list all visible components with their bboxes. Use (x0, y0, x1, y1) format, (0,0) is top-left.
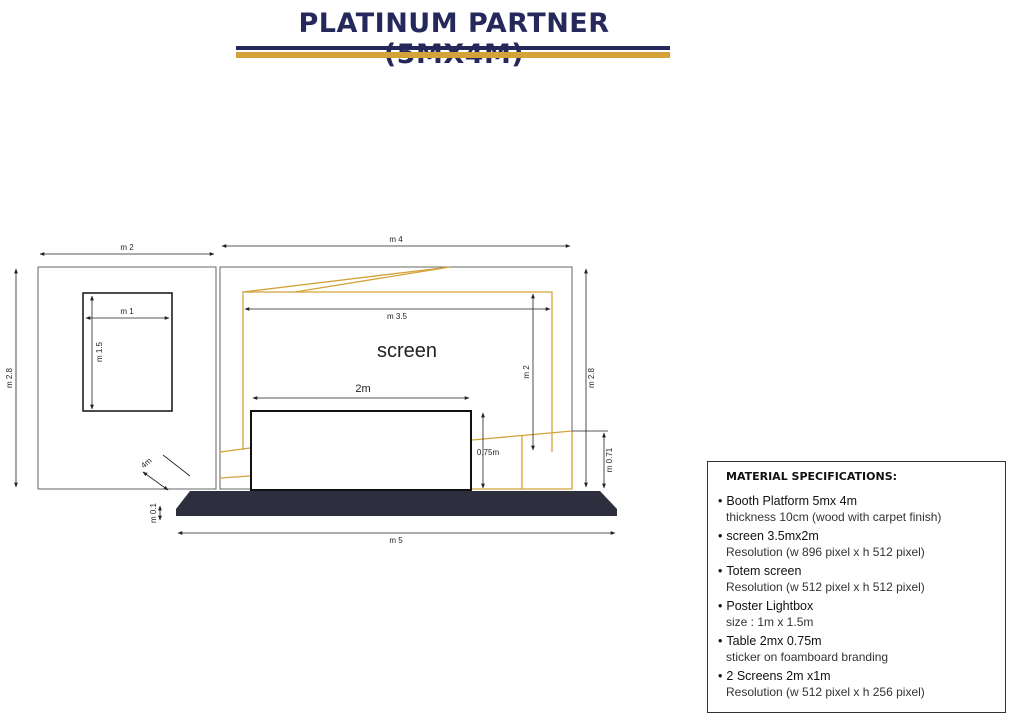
spec-detail: Resolution (w 512 pixel x h 256 pixel) (726, 685, 925, 699)
spec-name: Totem screen (726, 563, 1005, 579)
depth-label: 4m (139, 456, 154, 470)
spec-name: 2 Screens 2m x1m (726, 668, 1005, 684)
counter-height-label: m 0.71 (605, 447, 614, 472)
specs-heading: MATERIAL SPECIFICATIONS: (726, 470, 898, 483)
booth-platform-front (176, 509, 617, 516)
title-underline-navy (236, 46, 670, 50)
screen-width-label: m 3.5 (387, 312, 408, 321)
spec-item: Table 2mx 0.75m sticker on foamboard bra… (726, 633, 1005, 665)
spec-name: Poster Lightbox (726, 598, 1005, 614)
material-specifications-box: MATERIAL SPECIFICATIONS: Booth Platform … (707, 461, 1006, 713)
spec-name: screen 3.5mx2m (726, 528, 1005, 544)
depth-dim-ext (162, 454, 191, 477)
spec-name: Booth Platform 5mx 4m (726, 493, 1005, 509)
poster-height-label: m 1.5 (95, 341, 104, 362)
spec-detail: Resolution (w 512 pixel x h 512 pixel) (726, 580, 925, 594)
table-height-label: 0.75m (477, 448, 500, 457)
screen-label: screen (377, 340, 437, 362)
depth-dim (142, 471, 169, 491)
spec-item: Totem screen Resolution (w 512 pixel x h… (726, 563, 1005, 595)
spec-item: Booth Platform 5mx 4m thickness 10cm (wo… (726, 493, 1005, 525)
table-width-label: 2m (355, 383, 370, 395)
platform-thickness-label: m 0.1 (149, 502, 158, 523)
spec-detail: Resolution (w 896 pixel x h 512 pixel) (726, 545, 925, 559)
spec-detail: size : 1m x 1.5m (726, 615, 814, 629)
left-wall-panel (37, 266, 217, 490)
screen-frame (219, 266, 573, 490)
screen-height-label: m 2 (522, 365, 531, 379)
title-underline-gold (236, 52, 670, 58)
poster-width-label: m 1 (120, 307, 134, 316)
table (250, 410, 472, 491)
spec-item: screen 3.5mx2m Resolution (w 896 pixel x… (726, 528, 1005, 560)
spec-name: Table 2mx 0.75m (726, 633, 1005, 649)
spec-detail: thickness 10cm (wood with carpet finish) (726, 510, 942, 524)
left-panel-width-label: m 2 (120, 243, 134, 252)
booth-platform (176, 491, 617, 509)
spec-detail: sticker on foamboard branding (726, 650, 889, 664)
spec-item: Poster Lightbox size : 1m x 1.5m (726, 598, 1005, 630)
right-panel-width-label: m 4 (389, 235, 403, 244)
left-panel-height-label: m 2.8 (5, 367, 14, 388)
spec-item: 2 Screens 2m x1m Resolution (w 512 pixel… (726, 668, 1005, 700)
poster-lightbox (82, 292, 173, 412)
platform-width-label: m 5 (389, 536, 403, 545)
right-panel-height-label: m 2.8 (587, 367, 596, 388)
